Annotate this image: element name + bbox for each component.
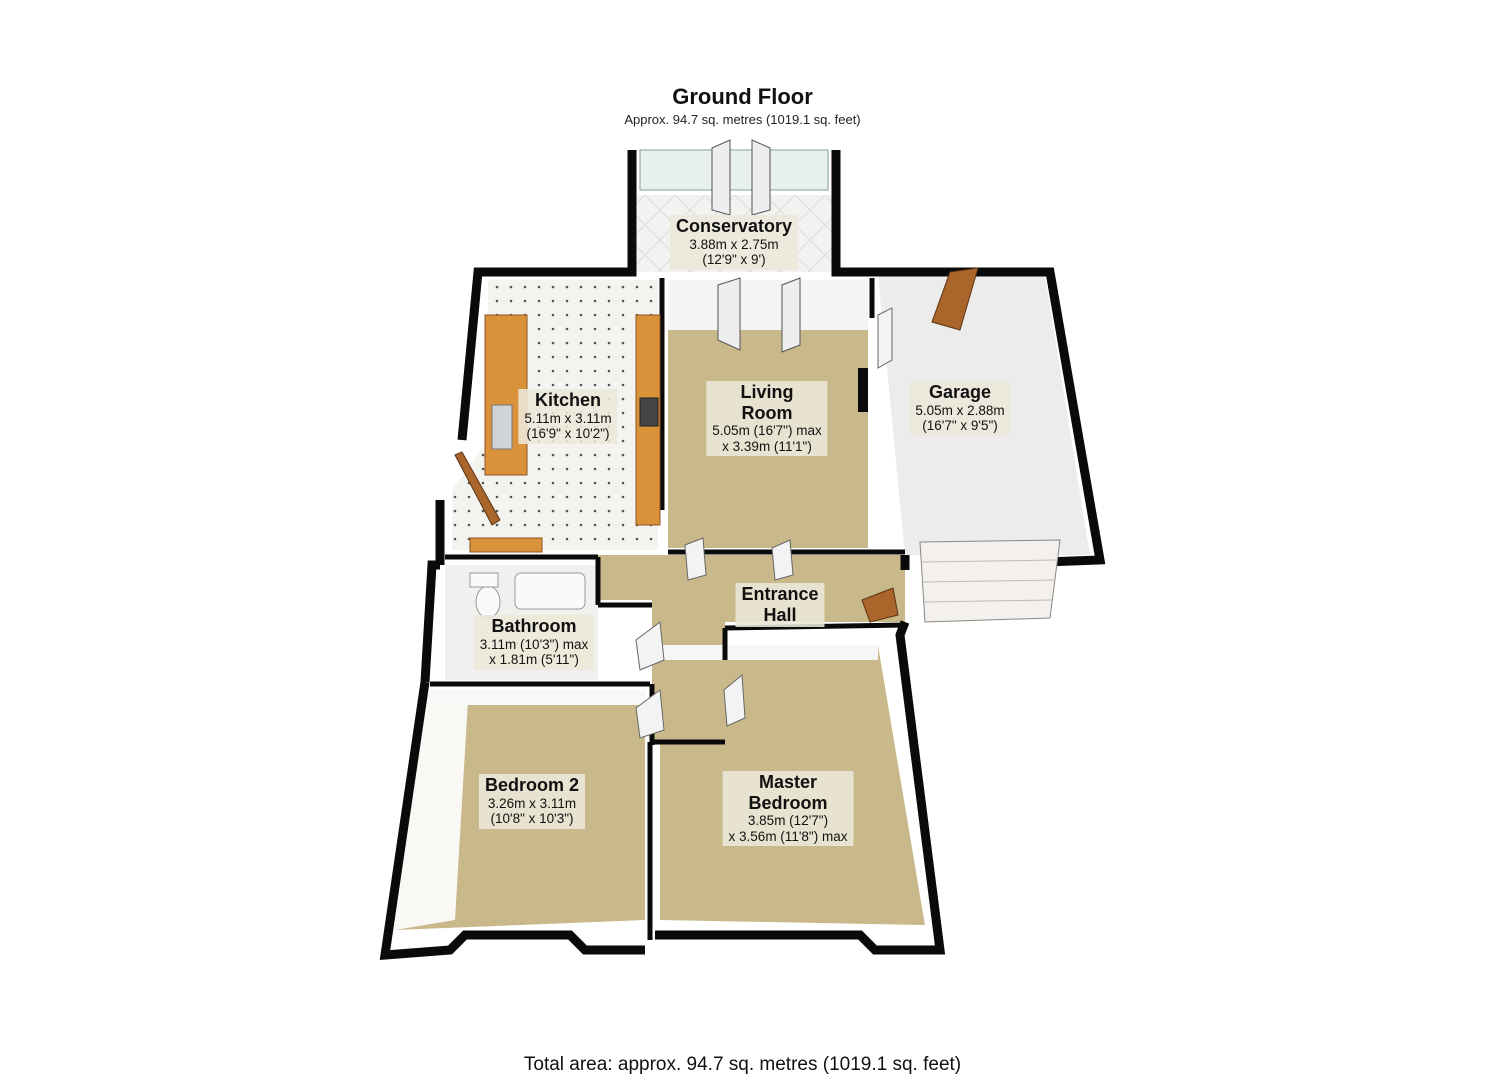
entrance-hall-label: Entrance Hall	[735, 583, 825, 628]
room-dimension: x 3.39m (11'1")	[722, 438, 812, 454]
kitchen-back-door	[454, 451, 501, 526]
kitchen-worktop-bottom	[469, 537, 543, 553]
conservatory-glazing	[639, 149, 829, 191]
garage-door-panel-line	[923, 599, 1053, 603]
room-dimension: 5.05m x 2.88m	[915, 402, 1005, 418]
kitchen-label: Kitchen 5.11m x 3.11m (16'9" x 10'2")	[518, 389, 618, 444]
room-name: Bathroom	[491, 616, 577, 636]
wall	[655, 620, 946, 955]
internal-door	[684, 537, 707, 581]
garage-door-panel-line	[921, 559, 1058, 563]
sink	[491, 404, 513, 450]
room-name: Garage	[928, 382, 992, 402]
wall	[457, 267, 600, 441]
wall	[600, 150, 637, 277]
floor-title: Ground Floor	[672, 84, 813, 109]
chimney-breast	[858, 368, 868, 412]
room-name: Kitchen	[534, 390, 602, 410]
room-dimension: 3.11m (10'3") max	[479, 636, 589, 652]
conservatory-label: Conservatory 3.88m x 2.75m (12'9" x 9')	[669, 215, 799, 270]
internal-door	[723, 673, 746, 727]
garage-door-panel-line	[922, 579, 1056, 583]
room-name: Conservatory	[675, 216, 793, 236]
room-dimension: x 1.81m (5'11")	[489, 652, 579, 668]
room-dimension: (10'8" x 10'3")	[490, 811, 574, 827]
room-dimension: (12'9" x 9')	[702, 252, 766, 268]
room-name: Master	[758, 772, 818, 792]
room-name: Living	[740, 382, 794, 402]
wall	[379, 681, 645, 960]
bedroom-2-label: Bedroom 2 3.26m x 3.11m (10'8" x 10'3")	[478, 774, 586, 829]
french-door	[751, 139, 771, 216]
room-dimension: (16'7" x 9'5")	[922, 418, 998, 434]
internal-door	[635, 689, 665, 739]
room-dimension: 3.85m (12'7")	[747, 813, 829, 829]
hob	[639, 397, 659, 427]
room-name: Hall	[763, 604, 797, 625]
room-name: Bedroom 2	[484, 775, 580, 795]
wall-shade	[878, 640, 935, 935]
wall	[420, 560, 440, 683]
internal-door	[771, 539, 794, 581]
floor-area-subtitle: Approx. 94.7 sq. metres (1019.1 sq. feet…	[624, 112, 861, 127]
room-name: Bedroom	[748, 792, 828, 813]
basin	[469, 572, 499, 588]
room-name: Entrance	[741, 584, 819, 604]
room-name: Room	[741, 402, 793, 423]
internal-door	[877, 307, 893, 369]
room-dimension: 5.11m x 3.11m	[524, 410, 612, 426]
bath	[514, 572, 586, 610]
front-door	[861, 587, 899, 623]
room-dimension: 3.26m x 3.11m	[487, 795, 577, 811]
garage-side-door	[931, 267, 979, 331]
french-door	[781, 277, 801, 353]
wall	[831, 150, 852, 277]
room-dimension: 5.05m (16'7") max	[712, 423, 822, 439]
room-dimension: 3.88m x 2.75m	[689, 236, 779, 252]
internal-door	[635, 621, 665, 671]
wall-shade	[428, 690, 645, 705]
wall-shade	[660, 645, 878, 660]
living-room-label: Living Room 5.05m (16'7") max x 3.39m (1…	[706, 381, 828, 457]
french-door	[711, 139, 731, 216]
toilet	[475, 585, 501, 619]
total-area: Total area: approx. 94.7 sq. metres (101…	[523, 1054, 962, 1075]
wall-shade	[395, 690, 468, 930]
room-dimension: (16'9" x 10'2")	[526, 426, 610, 442]
garage-label: Garage 5.05m x 2.88m (16'7" x 9'5")	[909, 381, 1011, 436]
master-bedroom-label: Master Bedroom 3.85m (12'7") x 3.56m (11…	[722, 771, 854, 847]
french-door	[717, 277, 741, 351]
bathroom-label: Bathroom 3.11m (10'3") max x 1.81m (5'11…	[473, 615, 595, 670]
room-dimension: x 3.56m (11'8") max	[728, 828, 848, 844]
wall-shade	[668, 280, 868, 330]
